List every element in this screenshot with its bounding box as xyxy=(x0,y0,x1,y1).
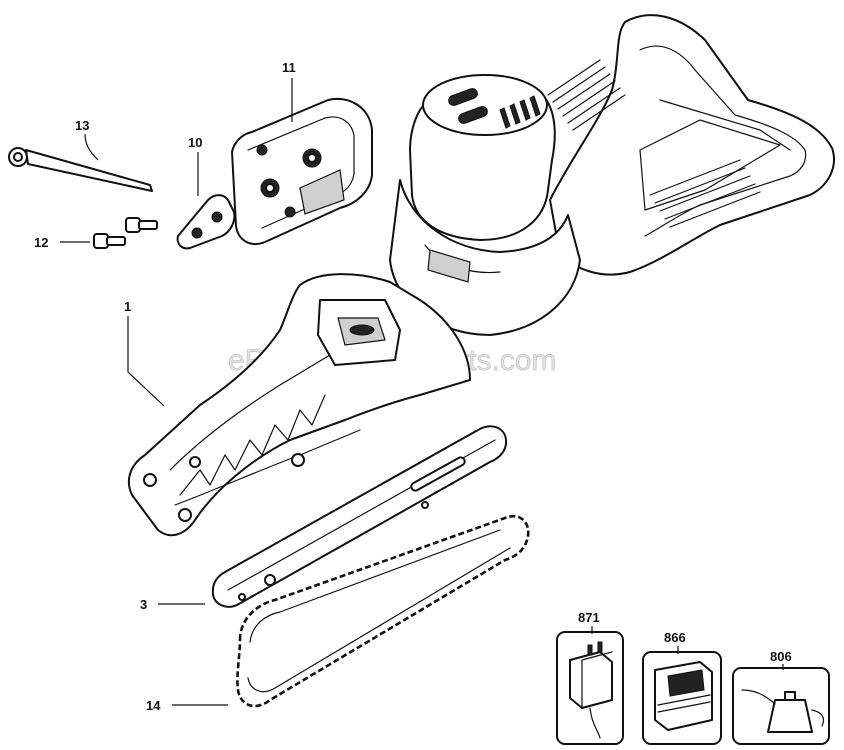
callout-806: 806 xyxy=(770,649,792,664)
accessory-866-battery xyxy=(642,651,722,745)
callout-13: 13 xyxy=(75,118,89,133)
screw-b xyxy=(125,217,158,233)
callout-1: 1 xyxy=(124,299,131,314)
accessory-806-oil-can xyxy=(732,667,830,745)
callout-14: 14 xyxy=(146,698,161,713)
saw-chain xyxy=(236,515,530,708)
tool-body-housing xyxy=(127,14,835,537)
callout-10: 10 xyxy=(188,135,202,150)
callout-labels: 11 10 13 12 1 3 14 871 866 806 xyxy=(34,60,792,713)
handle-grip-ribs xyxy=(547,59,761,228)
callout-866: 866 xyxy=(664,630,686,645)
wrench-part-13 xyxy=(8,147,153,192)
cover-part-11 xyxy=(231,97,373,245)
plate-part-10 xyxy=(176,194,236,250)
callout-11: 11 xyxy=(282,60,296,75)
motor-vents xyxy=(448,88,541,129)
callout-12: 12 xyxy=(34,235,48,250)
callout-3: 3 xyxy=(140,597,147,612)
screws-part-12 xyxy=(93,217,158,249)
guide-bar xyxy=(211,425,508,608)
screw-a xyxy=(93,233,126,249)
leader-lines xyxy=(60,78,784,706)
accessory-871-charger xyxy=(556,631,624,745)
callout-871: 871 xyxy=(578,610,600,625)
